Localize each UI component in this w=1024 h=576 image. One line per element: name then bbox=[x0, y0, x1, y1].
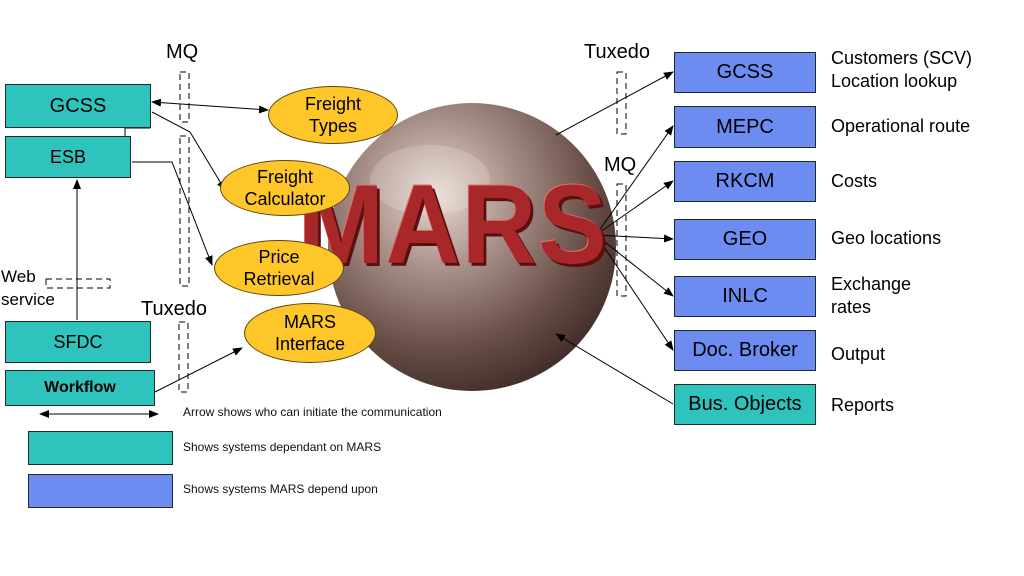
freight-calculator-oval[interactable]: Freight Calculator bbox=[220, 160, 350, 216]
legend-teal-text: Shows systems dependant on MARS bbox=[183, 440, 382, 454]
workflow-label: Workflow bbox=[44, 379, 116, 396]
doc-broker-box[interactable]: Doc. Broker bbox=[674, 330, 816, 371]
legend-blue-text: Shows systems MARS depend upon bbox=[183, 482, 378, 496]
mq-right-separator bbox=[616, 183, 627, 297]
esb-label: ESB bbox=[49, 146, 87, 167]
price-retrieval-label: Price Retrieval bbox=[243, 247, 315, 289]
mepc-box[interactable]: MEPC bbox=[674, 106, 816, 148]
geo-label: GEO bbox=[722, 228, 768, 250]
mars-sphere bbox=[328, 103, 616, 391]
mq-left-separator-lower bbox=[179, 135, 190, 287]
gcss-right-box[interactable]: GCSS bbox=[674, 52, 816, 93]
mq-left-label: MQ bbox=[166, 41, 199, 63]
geo-box[interactable]: GEO bbox=[674, 219, 816, 260]
gcss-right-label: GCSS bbox=[716, 61, 774, 83]
geo-desc: Geo locations bbox=[831, 228, 942, 248]
web-service-separator bbox=[45, 278, 111, 289]
doc-broker-label: Doc. Broker bbox=[692, 339, 798, 361]
mepc-label: MEPC bbox=[716, 115, 774, 138]
price-retrieval-oval[interactable]: Price Retrieval bbox=[214, 240, 344, 296]
legend-arrow-text: Arrow shows who can initiate the communi… bbox=[183, 405, 442, 419]
mq-right-label: MQ bbox=[604, 154, 637, 176]
bus-objects-label: Bus. Objects bbox=[688, 393, 802, 415]
tuxedo-right-label: Tuxedo bbox=[584, 41, 650, 63]
legend-teal-swatch bbox=[28, 431, 173, 465]
workflow-box[interactable]: Workflow bbox=[5, 370, 155, 406]
doc-broker-desc: Output bbox=[831, 344, 886, 364]
mepc-desc: Operational route bbox=[831, 116, 971, 136]
tuxedo-left-label: Tuxedo bbox=[141, 298, 207, 320]
mars-title: MARS bbox=[298, 162, 609, 287]
web-service-label: Web service bbox=[1, 267, 55, 309]
bus-objects-box[interactable]: Bus. Objects bbox=[674, 384, 816, 425]
sfdc-label: SFDC bbox=[53, 331, 103, 352]
esb-box[interactable]: ESB bbox=[5, 136, 131, 178]
tuxedo-right-separator bbox=[616, 71, 627, 135]
gcss-left-box[interactable]: GCSS bbox=[5, 84, 151, 128]
rkcm-label: RKCM bbox=[715, 170, 775, 192]
bus-objects-desc: Reports bbox=[831, 395, 895, 415]
gcss-left-label: GCSS bbox=[49, 94, 107, 117]
inlc-desc: Exchange rates bbox=[831, 274, 912, 317]
mars-interface-label: MARS Interface bbox=[274, 312, 346, 354]
legend-blue-swatch bbox=[28, 474, 173, 508]
mars-interface-oval[interactable]: MARS Interface bbox=[244, 303, 376, 363]
freight-types-label: Freight Types bbox=[304, 94, 362, 136]
rkcm-box[interactable]: RKCM bbox=[674, 161, 816, 202]
tuxedo-left-separator bbox=[178, 321, 189, 393]
gcss-right-desc: Customers (SCV) Location lookup bbox=[831, 48, 973, 91]
mq-left-separator bbox=[179, 71, 190, 123]
freight-types-oval[interactable]: Freight Types bbox=[268, 86, 398, 144]
sphere-highlight bbox=[370, 145, 490, 215]
sfdc-box[interactable]: SFDC bbox=[5, 321, 151, 363]
inlc-label: INLC bbox=[722, 285, 768, 307]
rkcm-desc: Costs bbox=[831, 171, 878, 191]
freight-calculator-label: Freight Calculator bbox=[244, 167, 326, 209]
inlc-box[interactable]: INLC bbox=[674, 276, 816, 317]
